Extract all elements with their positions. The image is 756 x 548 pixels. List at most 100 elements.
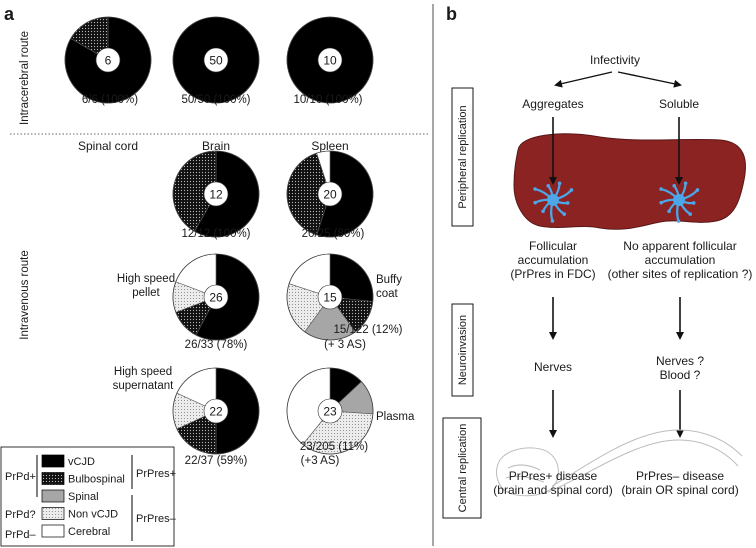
- infectivity-label: Infectivity: [590, 53, 640, 67]
- pie-iv2: 20: [286, 150, 374, 238]
- pie-center-count: 6: [105, 54, 112, 68]
- panel-a-label: a: [4, 4, 15, 24]
- right-nerves-2: Blood ?: [660, 368, 701, 382]
- pie-center-count: 26: [209, 291, 223, 305]
- legend-swatch-non-vcjd: [41, 507, 65, 520]
- left-disease-main: PrPres+ disease: [509, 469, 598, 483]
- dendrite-tip: [676, 219, 681, 223]
- right-nerves-1: Nerves ?: [656, 354, 704, 368]
- stage-box-central: [442, 417, 482, 519]
- dendrite-tip: [557, 181, 562, 186]
- pie-caption-super: 22/37 (59%): [185, 455, 248, 467]
- pie-ic1: 6: [64, 16, 152, 104]
- pie-caption-iv1: 12/12 (100%): [181, 228, 250, 240]
- pie-outline: [172, 150, 260, 238]
- intravenous-route-label: Intravenous route: [19, 250, 31, 340]
- legend-swatch-spinal: [41, 489, 65, 503]
- pie-hole: [203, 284, 229, 310]
- cns-sketch: [496, 429, 743, 497]
- dendrite-tip: [550, 219, 555, 223]
- arrow-to-aggregates: [554, 71, 613, 88]
- stage-box-neuroinvasion: [451, 303, 474, 397]
- supernatant-title-2: supernatant: [113, 380, 175, 392]
- arrow-to-soluble: [617, 71, 682, 88]
- pellet-title-2: pellet: [132, 287, 160, 299]
- stage-neuroinvasion: Neuroinvasion: [457, 315, 469, 385]
- left-follicular-2: accumulation: [518, 253, 589, 267]
- aggregates-label: Aggregates: [522, 97, 583, 111]
- pie-outline: [286, 150, 374, 238]
- spinal-cord-outline: [547, 429, 743, 493]
- stage-central-replication: Central replication: [457, 424, 469, 513]
- pie-iv1: 12: [172, 150, 260, 238]
- dendrite-tip: [695, 188, 700, 192]
- pie-ic3: 10: [286, 16, 374, 104]
- pie-center-count: 50: [209, 54, 223, 68]
- pie-plasma: 23: [286, 367, 374, 455]
- column-brain: Brain: [202, 139, 230, 153]
- soluble-label: Soluble: [659, 97, 699, 111]
- panel-b-label: b: [446, 4, 457, 24]
- column-spinal-cord: Spinal cord: [78, 139, 138, 153]
- legend-swatch-bulbospinal: [41, 472, 65, 485]
- stage-peripheral-replication: Peripheral replication: [457, 105, 469, 208]
- right-disease-main: PrPres– disease: [636, 469, 724, 483]
- pie-hole: [317, 181, 343, 207]
- pie-outline: [172, 16, 260, 104]
- dendrite-tip: [569, 188, 574, 192]
- pie-outline: [286, 367, 374, 455]
- dendrite-tip: [667, 209, 671, 214]
- dendrite-tip: [565, 201, 570, 205]
- dendrite-tip: [546, 183, 551, 188]
- left-nerves: Nerves: [534, 360, 572, 374]
- cell-body: [673, 194, 685, 206]
- pie-center-count: 22: [209, 405, 223, 419]
- dendrite-tip: [562, 212, 567, 216]
- right-follicular-1: No apparent follicular: [623, 239, 736, 253]
- left-follicular-3: (PrPres in FDC): [510, 267, 595, 281]
- pie-hole: [317, 47, 343, 73]
- pie-center-count: 23: [323, 405, 337, 419]
- pie-hole: [317, 284, 343, 310]
- left-disease-2: (brain and spinal cord): [493, 483, 612, 497]
- pie-outline: [172, 253, 260, 341]
- dendrite-tip: [533, 187, 537, 191]
- pie-caption-plasma-2: (+3 AS): [301, 455, 340, 467]
- legend-label-spinal: Spinal: [68, 491, 99, 503]
- pie-center-count: 20: [323, 188, 337, 202]
- dendrite-tip: [659, 200, 663, 205]
- pie-outline: [286, 253, 374, 341]
- left-disease-1: PrPres+ disease: [509, 469, 598, 483]
- legend-label-non-vcjd: Non vCJD: [68, 509, 118, 521]
- legend-swatch-vcjd: [41, 454, 65, 468]
- pie-caption-pellet: 26/33 (78%): [185, 339, 248, 351]
- stage-box-peripheral: [451, 87, 474, 227]
- legend-prpres-plus: PrPres+: [136, 468, 176, 480]
- brain-outline: [496, 447, 559, 497]
- right-follicular-3: (other sites of replication ?): [608, 267, 753, 281]
- pie-outline: [172, 367, 260, 455]
- legend-prpd-plus: PrPd+: [5, 471, 36, 483]
- stage-central-word-1: Central replication: [457, 424, 469, 513]
- pie-caption-buffy-2: (+ 3 AS): [324, 339, 366, 351]
- dendrite-tip: [533, 200, 537, 205]
- legend-swatch-cerebral: [41, 524, 65, 538]
- pellet-title-1: High speed: [117, 273, 175, 285]
- pie-outline: [64, 16, 152, 104]
- intracerebral-route-label: Intracerebral route: [19, 31, 31, 125]
- pie-caption-buffy: 15/122 (12%): [333, 324, 402, 336]
- pie-caption-plasma: 23/205 (11%): [300, 441, 368, 453]
- pie-caption-ic1: 6/6 (100%): [82, 94, 138, 106]
- pie-hole: [203, 47, 229, 73]
- buffy-title-2: coat: [376, 288, 399, 300]
- legend-prpd-q: PrPd?: [5, 509, 36, 521]
- pie-pellet: 26: [172, 253, 260, 341]
- pie-hole: [203, 398, 229, 424]
- pie-hole: [95, 47, 121, 73]
- legend-prpd-minus: PrPd–: [5, 529, 36, 541]
- pie-center-count: 12: [209, 188, 223, 202]
